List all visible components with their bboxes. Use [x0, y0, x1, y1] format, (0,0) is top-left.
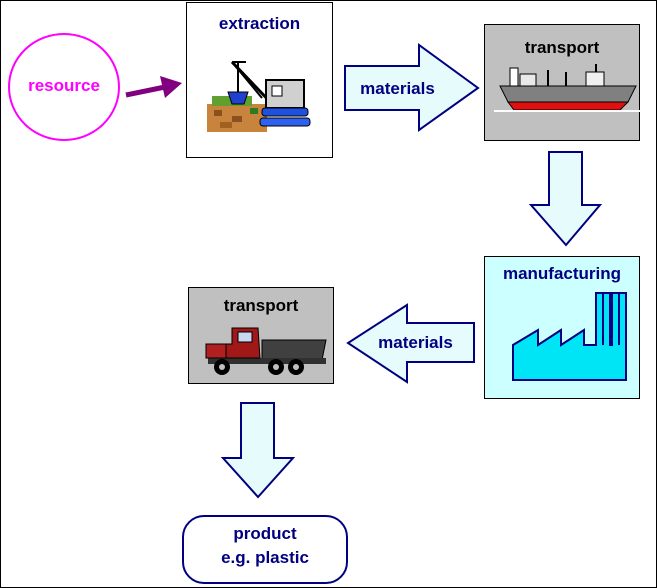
materials-label-bottom: materials — [378, 333, 453, 352]
product-box — [182, 515, 348, 584]
resource-label: resource — [28, 76, 100, 95]
resource-ellipse — [8, 33, 120, 141]
transport-ship-label: transport — [524, 38, 600, 57]
product-label-line2: e.g. plastic — [221, 548, 309, 567]
materials-label-top: materials — [360, 79, 435, 98]
product-label-line1: product — [233, 524, 297, 543]
transport-truck-label: transport — [223, 296, 299, 315]
transport-truck-box — [188, 287, 334, 384]
manufacturing-label: manufacturing — [502, 264, 622, 283]
extraction-label: extraction — [218, 14, 301, 33]
